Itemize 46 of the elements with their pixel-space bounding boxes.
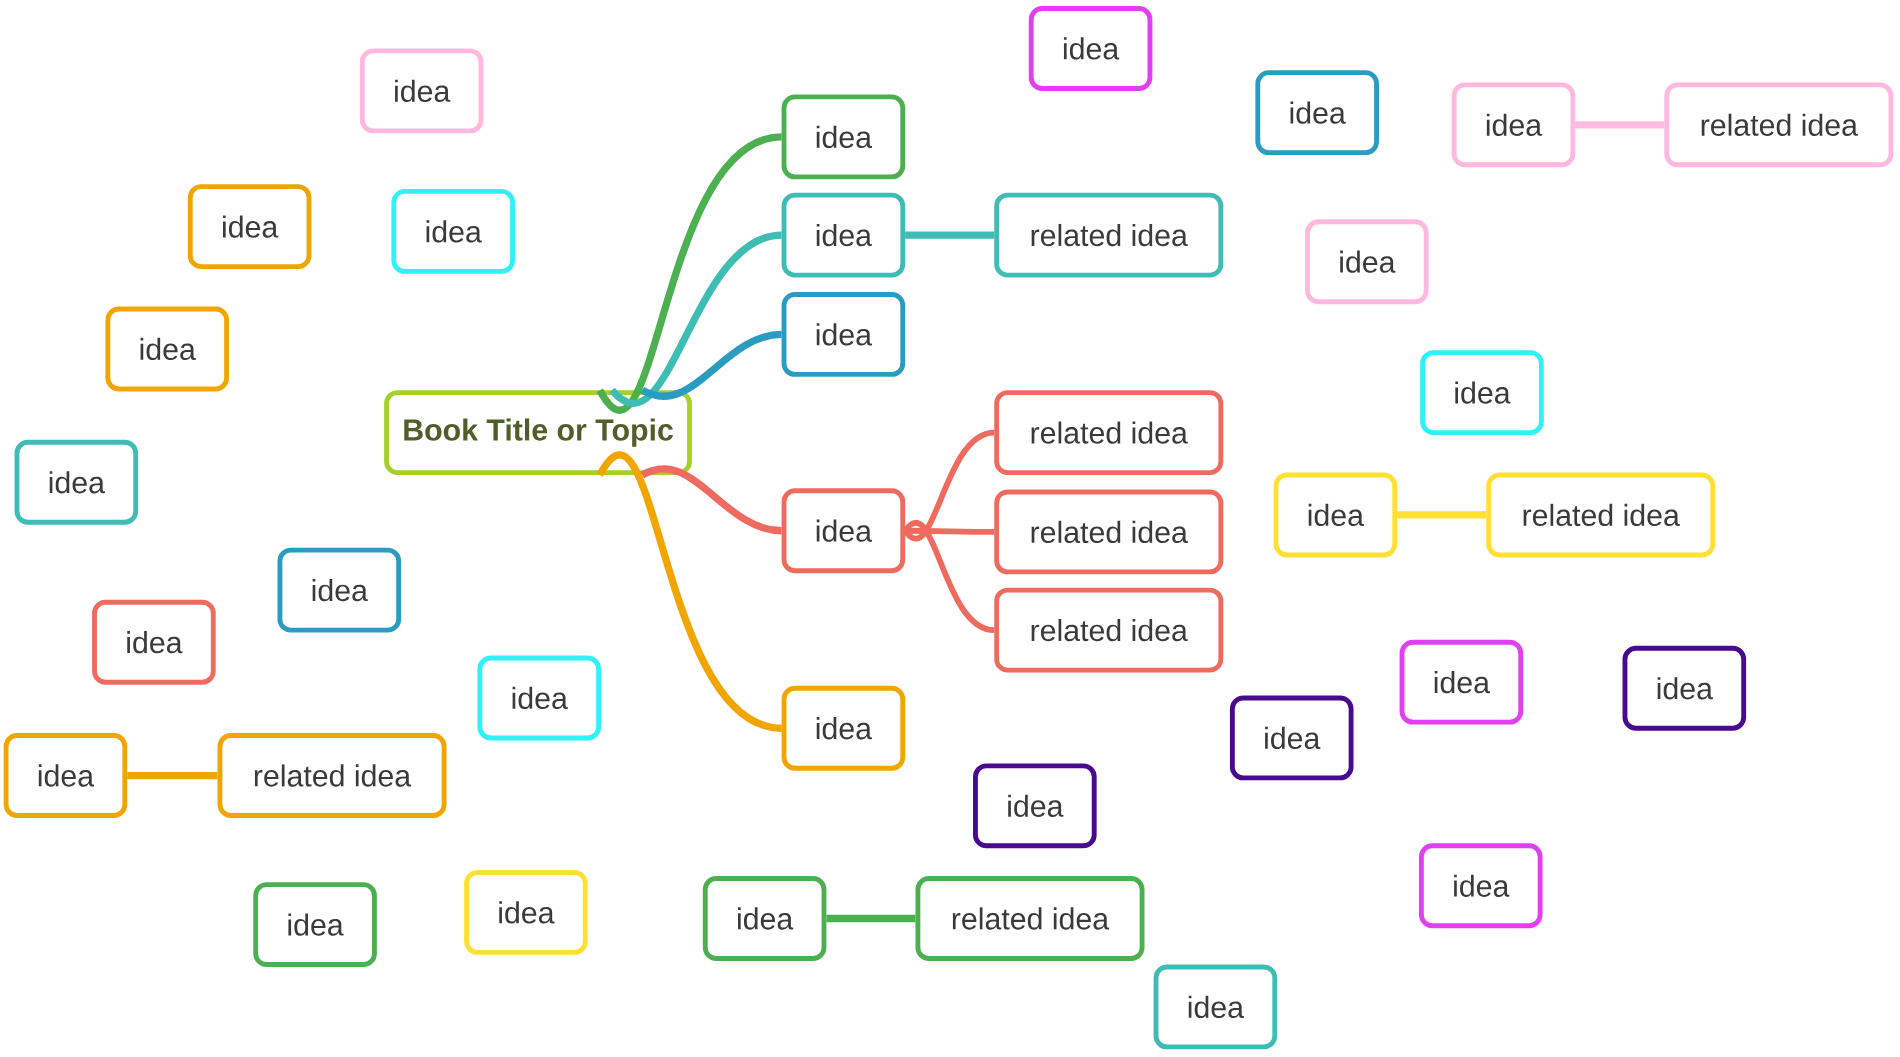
idea-box: related idea (994, 192, 1224, 278)
idea-box: idea (973, 763, 1097, 849)
idea-box: idea (781, 94, 906, 180)
idea-box: related idea (994, 587, 1224, 673)
idea-box: idea (187, 184, 312, 270)
idea-box: idea (92, 600, 216, 685)
connector-line (903, 429, 995, 542)
idea-box: idea (1273, 472, 1398, 558)
connector-line (640, 465, 782, 535)
connector-line (903, 520, 995, 634)
idea-box: related idea (1664, 82, 1894, 168)
idea-box: idea (477, 655, 602, 741)
connector-line (596, 453, 783, 732)
idea-box: idea (781, 192, 906, 278)
connector-line (609, 231, 783, 407)
idea-box: idea (1305, 219, 1429, 305)
idea-box: idea (781, 292, 906, 378)
idea-box: idea (277, 547, 402, 633)
idea-box: related idea (915, 876, 1145, 962)
idea-box: idea (1028, 6, 1153, 92)
connector-line (905, 528, 995, 536)
idea-box: idea (1153, 964, 1278, 1050)
idea-box: idea (359, 48, 484, 134)
topic-box: Book Title or Topic (384, 390, 692, 476)
idea-box: idea (3, 733, 128, 819)
idea-box: idea (702, 876, 827, 962)
idea-box: idea (14, 440, 139, 525)
idea-box: related idea (994, 390, 1224, 476)
idea-box: idea (105, 306, 230, 392)
idea-box: idea (253, 882, 377, 968)
idea-box: idea (1399, 640, 1524, 725)
idea-box: related idea (217, 733, 447, 819)
idea-box: idea (1229, 695, 1354, 781)
idea-box: idea (1418, 843, 1543, 929)
idea-box: related idea (1486, 472, 1716, 558)
idea-box: idea (781, 686, 906, 771)
idea-box: idea (391, 189, 515, 275)
connector-line (640, 331, 782, 400)
idea-box: idea (464, 870, 588, 956)
connector-line (596, 133, 783, 413)
idea-box: related idea (994, 489, 1224, 575)
idea-box: idea (1622, 646, 1747, 731)
idea-box: idea (781, 488, 906, 574)
idea-box: idea (1451, 82, 1576, 168)
idea-box: idea (1420, 350, 1544, 436)
idea-box: idea (1255, 70, 1379, 156)
